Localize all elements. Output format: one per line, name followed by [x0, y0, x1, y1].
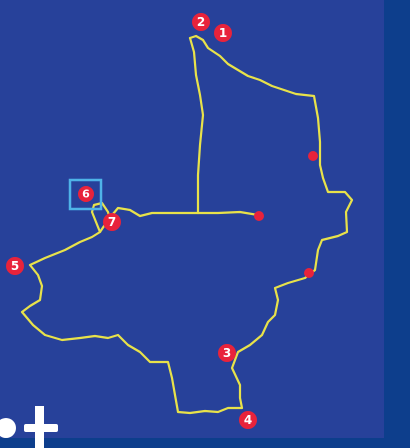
- marker-3-label: 3: [223, 346, 231, 360]
- marker-small-southeast[interactable]: [304, 268, 314, 278]
- route-line-outer: [20, 34, 354, 415]
- marker-5[interactable]: 5: [6, 257, 24, 275]
- marker-7-label: 7: [108, 215, 116, 229]
- marker-small-center[interactable]: [254, 211, 264, 221]
- route-line-spur: [188, 36, 205, 215]
- marker-4-label: 4: [244, 413, 252, 427]
- plane-icon: [0, 406, 58, 448]
- route-line-connector: [90, 201, 112, 234]
- marker-3[interactable]: 3: [218, 344, 236, 362]
- marker-5-label: 5: [11, 259, 19, 273]
- marker-6-highlight: [68, 178, 103, 211]
- marker-6-label: 6: [82, 188, 90, 201]
- marker-1[interactable]: 1: [214, 24, 232, 42]
- marker-2-label: 2: [197, 15, 205, 29]
- marker-6[interactable]: 6: [78, 186, 94, 202]
- map-background: [0, 0, 384, 438]
- marker-small-east[interactable]: [308, 151, 318, 161]
- marker-1-label: 1: [219, 26, 227, 40]
- marker-7[interactable]: 7: [103, 213, 121, 231]
- marker-4[interactable]: 4: [239, 411, 257, 429]
- marker-2[interactable]: 2: [192, 13, 210, 31]
